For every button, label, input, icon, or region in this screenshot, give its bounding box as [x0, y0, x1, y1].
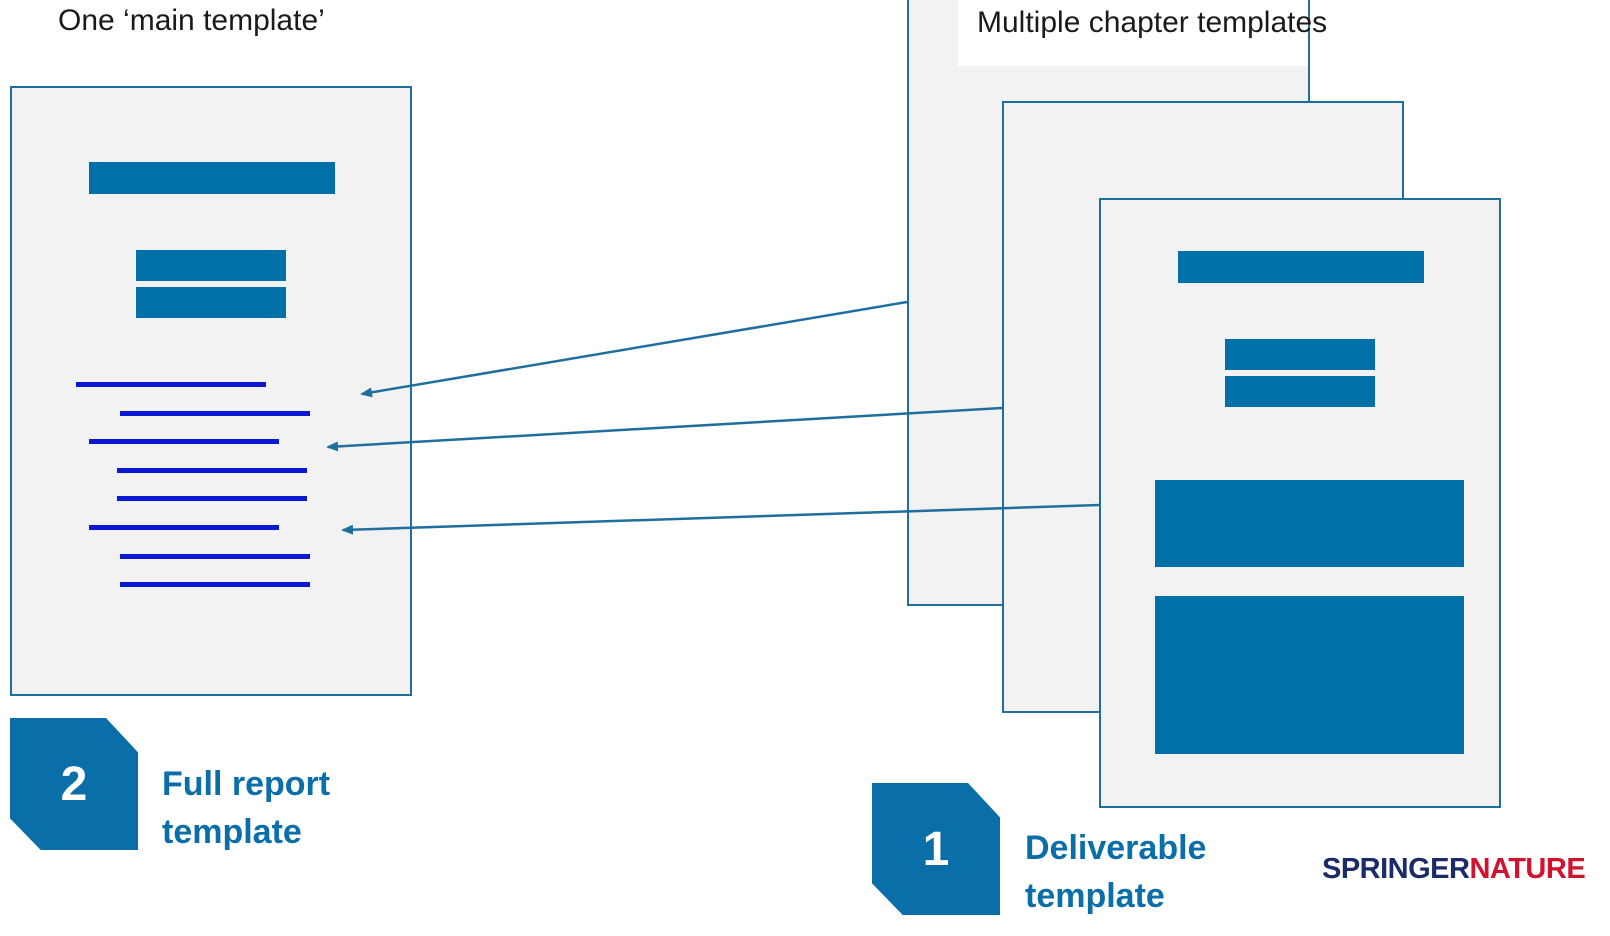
- toc-line: [117, 468, 307, 473]
- heading-backdrop: [958, 0, 1308, 66]
- chapter-subtitle-block-1: [1225, 339, 1375, 370]
- title-block: [89, 162, 335, 194]
- step-2-number: 2: [60, 757, 88, 811]
- chapter-templates-heading: Multiple chapter templates: [977, 6, 1328, 39]
- arrow-chapter-2: [326, 406, 1003, 452]
- chapter-content-block-1: [1155, 480, 1464, 567]
- toc-line: [76, 382, 266, 387]
- chapter-template-page-front: [1099, 198, 1501, 808]
- chapter-content-block-2: [1155, 596, 1464, 754]
- arrow-chapter-1: [360, 300, 908, 398]
- deliverable-caption-line2: template: [1025, 877, 1165, 915]
- logo-part-nature: NATURE: [1469, 853, 1586, 885]
- logo-part-springer: SPRINGER: [1322, 853, 1470, 885]
- springer-nature-logo: SPRINGERNATURE: [1322, 853, 1586, 886]
- full-report-caption-line2: template: [162, 813, 302, 851]
- full-report-caption: Full report template: [162, 760, 330, 856]
- toc-line: [120, 582, 310, 587]
- main-template-page: [10, 86, 412, 696]
- step-2-badge: 2: [10, 718, 138, 850]
- toc-line: [120, 411, 310, 416]
- arrow-chapter-3: [341, 503, 1100, 535]
- toc-line: [117, 496, 307, 501]
- step-1-badge: 1: [872, 783, 1000, 915]
- deliverable-caption: Deliverable template: [1025, 824, 1206, 920]
- deliverable-caption-line1: Deliverable: [1025, 829, 1207, 867]
- subtitle-block-1: [136, 250, 286, 281]
- main-template-heading: One ‘main template’: [58, 4, 325, 37]
- toc-line: [89, 439, 279, 444]
- subtitle-block-2: [136, 287, 286, 318]
- chapter-title-block: [1178, 251, 1424, 283]
- toc-line: [120, 554, 310, 559]
- step-1-number: 1: [922, 822, 950, 876]
- toc-line: [89, 525, 279, 530]
- chapter-subtitle-block-2: [1225, 376, 1375, 407]
- full-report-caption-line1: Full report: [162, 765, 331, 803]
